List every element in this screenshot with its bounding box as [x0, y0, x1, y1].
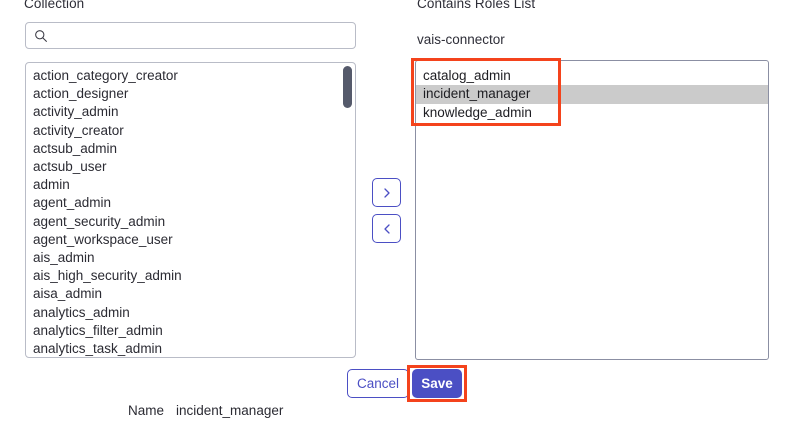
- search-input[interactable]: [48, 22, 347, 49]
- available-role-option[interactable]: analytics_admin: [33, 304, 130, 320]
- available-role-option[interactable]: aisa_admin: [33, 286, 103, 302]
- search-field[interactable]: [25, 22, 356, 49]
- available-role-option[interactable]: ais_high_security_admin: [33, 268, 182, 284]
- available-role-option[interactable]: activity_admin: [33, 104, 119, 120]
- available-list-scrollbar-thumb[interactable]: [343, 66, 352, 108]
- available-role-option[interactable]: agent_workspace_user: [33, 231, 173, 247]
- name-value: incident_manager: [176, 403, 284, 418]
- available-role-option[interactable]: analytics_filter_admin: [33, 322, 163, 338]
- search-icon: [34, 29, 48, 43]
- add-role-button[interactable]: [372, 178, 401, 207]
- collection-name-text: vais-connector: [417, 32, 505, 47]
- contains-role-option[interactable]: catalog_admin: [423, 68, 511, 83]
- available-role-option[interactable]: actsub_admin: [33, 140, 118, 156]
- available-role-option[interactable]: agent_admin: [33, 195, 112, 211]
- chevron-left-icon: [381, 223, 393, 235]
- available-role-option[interactable]: admin: [33, 177, 70, 193]
- chevron-right-icon: [381, 187, 393, 199]
- collection-label: Collection: [24, 0, 85, 11]
- available-list-scrollbar-track[interactable]: [343, 64, 354, 356]
- contains-roles-list-label: Contains Roles List: [417, 0, 536, 11]
- remove-role-button[interactable]: [372, 214, 401, 243]
- available-role-option[interactable]: ais_admin: [33, 250, 95, 266]
- save-button[interactable]: Save: [412, 369, 462, 398]
- available-role-option[interactable]: actsub_user: [33, 159, 107, 175]
- name-label: Name: [128, 403, 165, 418]
- name-row: Name incident_manager: [128, 403, 283, 418]
- available-role-option[interactable]: action_designer: [33, 86, 129, 102]
- available-role-option[interactable]: activity_creator: [33, 122, 124, 138]
- available-role-option[interactable]: agent_security_admin: [33, 213, 166, 229]
- contains-role-option[interactable]: incident_manager: [416, 85, 768, 104]
- available-role-option[interactable]: analytics_task_admin: [33, 341, 163, 357]
- contains-role-option[interactable]: knowledge_admin: [423, 104, 532, 120]
- cancel-button[interactable]: Cancel: [347, 369, 409, 398]
- available-role-option[interactable]: action_category_creator: [33, 68, 178, 83]
